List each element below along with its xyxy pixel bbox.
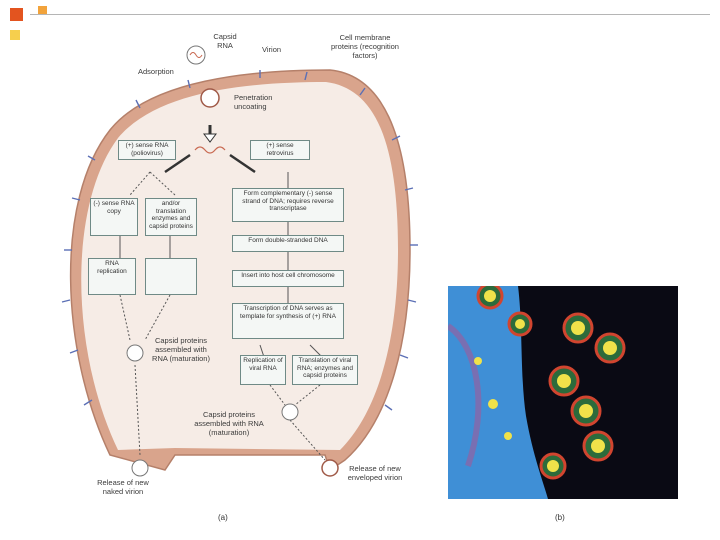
label-capsid-rna: Capsid RNA	[208, 32, 242, 50]
label-penetration: Penetration uncoating	[234, 93, 294, 111]
caption-b: (b)	[555, 513, 565, 522]
virion-assembly-bottom	[282, 404, 298, 420]
box-protein-drawing	[145, 258, 197, 295]
box-minus-copy: (-) sense RNA copy	[90, 198, 138, 236]
box-replication-viral: Replication of viral RNA	[240, 355, 286, 385]
label-release-right: Release of new enveloped virion	[335, 464, 415, 482]
label-capsid-left: Capsid proteins assembled with RNA (matu…	[150, 336, 212, 363]
box-form-double: Form double-stranded DNA	[232, 235, 344, 252]
label-cell-membrane: Cell membrane proteins (recognition fact…	[330, 33, 400, 60]
electron-micrograph	[448, 286, 678, 499]
box-form-complementary: Form complementary (-) sense strand of D…	[232, 188, 344, 222]
virion-assembly-left	[127, 345, 143, 361]
label-adsorption: Adsorption	[138, 67, 190, 76]
box-insert: Insert into host cell chromosome	[232, 270, 344, 287]
virion-penetration	[201, 89, 219, 107]
box-translation: and/or translation enzymes and capsid pr…	[145, 198, 197, 236]
box-plus-sense-left: (+) sense RNA (poliovirus)	[118, 140, 176, 160]
caption-a: (a)	[218, 513, 228, 522]
virion-release-left	[132, 460, 148, 476]
box-plus-sense-right: (+) sense retrovirus	[250, 140, 310, 160]
label-capsid-bottom: Capsid proteins assembled with RNA (matu…	[188, 410, 270, 437]
box-translation-right: Translation of viral RNA; enzymes and ca…	[292, 355, 358, 385]
label-virion: Virion	[262, 45, 302, 54]
label-release-left: Release of new naked virion	[88, 478, 158, 496]
box-transcription: Transcription of DNA serves as template …	[232, 303, 344, 339]
box-rna-replication: RNA replication	[88, 258, 136, 295]
